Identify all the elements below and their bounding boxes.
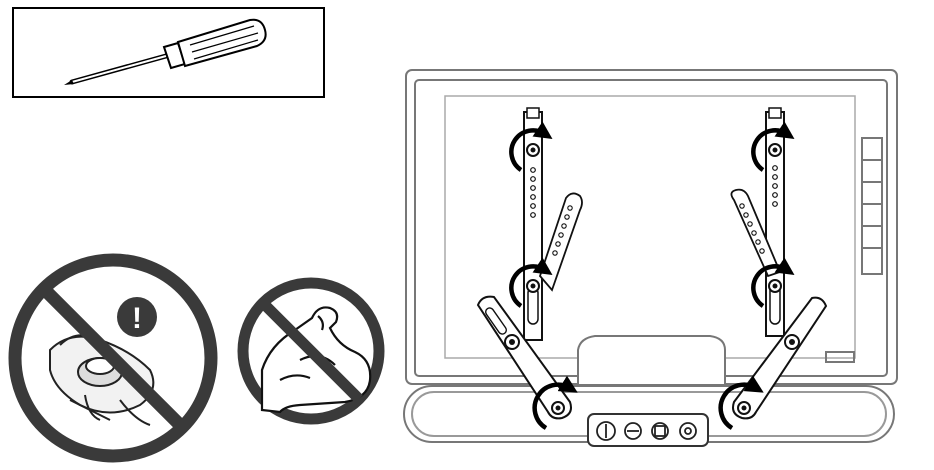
- exclamation-glyph: !: [132, 302, 142, 335]
- warning-no-force: [237, 277, 385, 425]
- tool-panel: [12, 7, 325, 98]
- screwdriver-icon: [64, 18, 267, 85]
- soundbar: [403, 385, 895, 447]
- assembly-diagram: [403, 69, 898, 447]
- rotate-arrow-icon: [509, 121, 553, 172]
- rotate-arrow-icon: [509, 257, 553, 308]
- bracket-right: [730, 107, 828, 420]
- rotate-arrow-icon: [718, 375, 764, 430]
- warning-no-overtighten: !: [8, 253, 218, 463]
- rotate-arrow-icon: [751, 121, 795, 172]
- rotate-arrow-icon: [532, 375, 578, 430]
- tv-back-outline: [405, 69, 898, 385]
- rotate-arrow-icon: [751, 257, 795, 308]
- rotation-arrows: [509, 121, 795, 430]
- soundbar-connectors: [596, 421, 697, 441]
- exclamation-badge-icon: !: [117, 297, 157, 337]
